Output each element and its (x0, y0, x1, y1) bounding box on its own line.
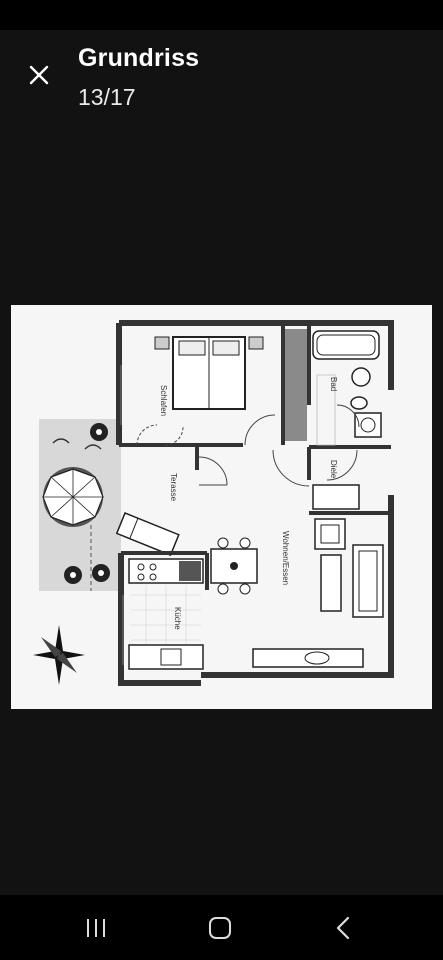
coffee-table-icon (320, 554, 342, 612)
armchair-icon (314, 518, 346, 550)
sofa-icon (352, 544, 384, 618)
sideboard-icon (252, 648, 364, 668)
floorplan-drawing: Schlafen Bad Diele Terasse Wohnen/Essen … (33, 320, 394, 686)
room-label-kueche: Küche (173, 607, 182, 630)
bathtub-icon (312, 330, 380, 360)
app-bar (0, 30, 443, 120)
room-label-wohnen-essen: Wohnen/Essen (281, 531, 290, 585)
floorplan-image[interactable]: Schlafen Bad Diele Terasse Wohnen/Essen … (11, 305, 432, 709)
home-button[interactable] (200, 912, 240, 944)
page-title: Grundriss (78, 44, 200, 72)
status-bar (0, 0, 443, 30)
kitchen-counter (128, 558, 204, 670)
plant-icon (64, 423, 110, 584)
room-label-diele: Diele (329, 460, 338, 479)
back-button[interactable] (324, 912, 364, 944)
room-label-bad: Bad (329, 377, 338, 391)
bed-icon (154, 336, 264, 410)
room-label-terasse: Terasse (169, 473, 178, 502)
wall-block (285, 329, 307, 441)
lounger-icon (115, 512, 180, 557)
compass-icon (33, 625, 85, 685)
recents-button[interactable] (76, 912, 116, 944)
toilet-icon (350, 396, 368, 410)
close-icon (29, 65, 49, 85)
back-icon (336, 916, 350, 940)
umbrella-icon (42, 467, 104, 527)
washer-icon (354, 412, 382, 438)
sink-icon (351, 367, 371, 387)
room-label-schlafen: Schlafen (159, 385, 168, 416)
home-icon (209, 917, 231, 939)
close-button[interactable] (22, 58, 56, 92)
recents-icon (87, 919, 105, 937)
navigation-bar (0, 895, 443, 960)
image-counter: 13/17 (78, 84, 136, 110)
dining-table-icon (210, 537, 258, 595)
